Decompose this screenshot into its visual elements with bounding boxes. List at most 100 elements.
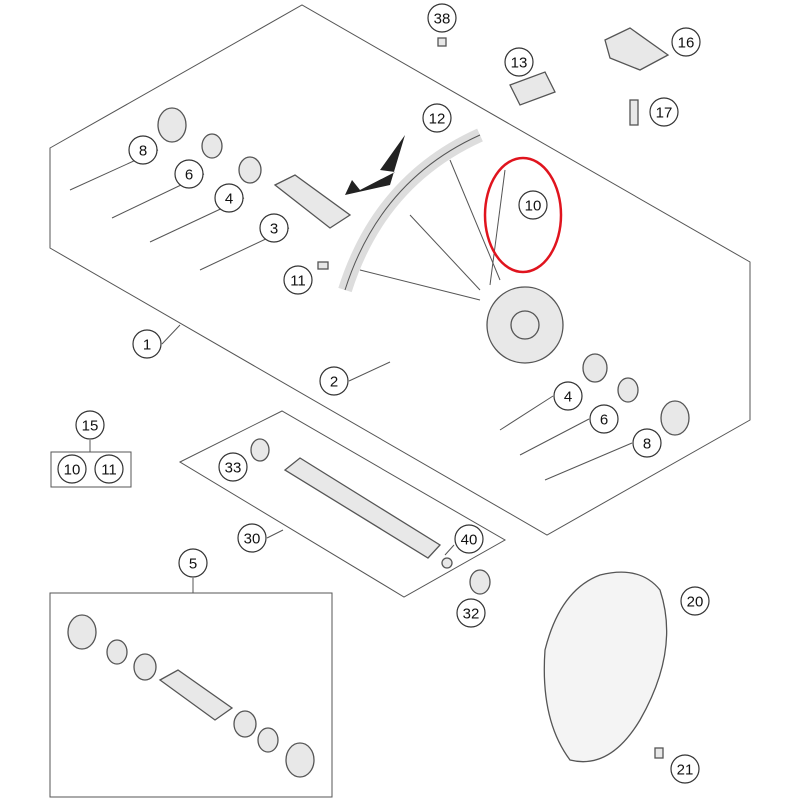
callout-4: 4 [214,183,244,213]
callout-11: 11 [283,265,313,295]
callout-circle [214,183,244,213]
callout-13: 13 [504,47,534,77]
spacer-tube-3 [273,174,352,229]
callout-16: 16 [671,27,701,57]
callout-circle [283,265,313,295]
washer-40 [441,557,453,569]
callout-32: 32 [456,598,486,628]
callout-11: 11 [94,454,124,484]
callout-17: 17 [649,97,679,127]
callout-5: 5 [178,548,208,578]
callout-circle [504,47,534,77]
callout-15: 15 [75,410,105,440]
axle-30 [283,457,442,559]
callout-circle [75,410,105,440]
callout-circle [94,454,124,484]
callout-circle [680,586,710,616]
callout-circle [649,97,679,127]
callout-number: 5 [189,556,197,573]
callout-circle [57,454,87,484]
callout-circle [454,524,484,554]
wheel-assembly-outline [49,4,751,536]
callout-1: 1 [132,329,162,359]
callout-number: 33 [225,460,242,477]
callout-circle [422,103,452,133]
callout-40: 40 [454,524,484,554]
callout-number: 16 [678,35,695,52]
callout-number: 38 [434,11,451,28]
callout-10: 10 [518,190,548,220]
callout-circle [553,381,583,411]
callout-circle [632,428,662,458]
callout-number: 6 [600,412,608,429]
leader-lines [69,149,633,593]
callout-3: 3 [259,213,289,243]
callout-number: 20 [687,594,704,611]
callout-number: 10 [64,462,81,479]
rim-tape-13 [509,71,556,106]
seal-8-bottom [660,400,690,436]
callout-20: 20 [680,586,710,616]
nipple-11 [317,261,329,270]
screw-21 [654,747,664,759]
callout-number: 11 [101,462,117,479]
callout-number: 6 [185,167,193,184]
callout-circle [174,159,204,189]
highlight-ellipse [483,156,563,274]
brake-disc-20 [543,571,668,763]
bearing-kit-box [49,592,333,798]
callout-38: 38 [427,3,457,33]
callout-number: 40 [461,532,478,549]
callout-number: 8 [643,436,651,453]
callout-8: 8 [632,428,662,458]
callout-circle [259,213,289,243]
callout-circle [671,27,701,57]
callout-number: 4 [225,191,233,208]
callout-33: 33 [218,452,248,482]
part-17 [629,99,639,126]
spacer-6-bottom [617,377,639,403]
part-38 [437,37,447,47]
callout-number: 32 [463,606,480,623]
callout-circle [319,366,349,396]
callout-circle [237,523,267,553]
callout-6: 6 [174,159,204,189]
callout-circle [456,598,486,628]
callout-circle [670,754,700,784]
callout-circle [427,3,457,33]
callout-4: 4 [553,381,583,411]
callout-number: 13 [511,55,528,72]
spoke-kit-box [50,451,132,488]
callout-30: 30 [237,523,267,553]
callout-circle [218,452,248,482]
callout-12: 12 [422,103,452,133]
callout-circle [128,135,158,165]
callout-number: 3 [270,221,278,238]
rim-12 [338,128,483,293]
axle-group-outline [178,410,507,598]
callout-number: 12 [429,111,446,128]
callout-circle [589,404,619,434]
callout-number: 15 [82,418,99,435]
callout-circle [518,190,548,220]
bearing-4-bottom [582,353,608,383]
rim-edge [344,134,481,291]
callout-number: 8 [139,143,147,160]
callout-number: 30 [244,531,261,548]
callout-number: 10 [525,198,542,215]
spacer-6-top [201,133,223,159]
callout-number: 2 [330,374,338,391]
callout-number: 21 [677,762,694,779]
callout-number: 4 [564,389,572,406]
rotation-arrow-icon [345,135,405,195]
callout-circle [178,548,208,578]
bearing-4-top [238,156,262,184]
callout-10: 10 [57,454,87,484]
callout-8: 8 [128,135,158,165]
callout-circle [132,329,162,359]
nut-32 [469,569,491,595]
callout-6: 6 [589,404,619,434]
callout-21: 21 [670,754,700,784]
